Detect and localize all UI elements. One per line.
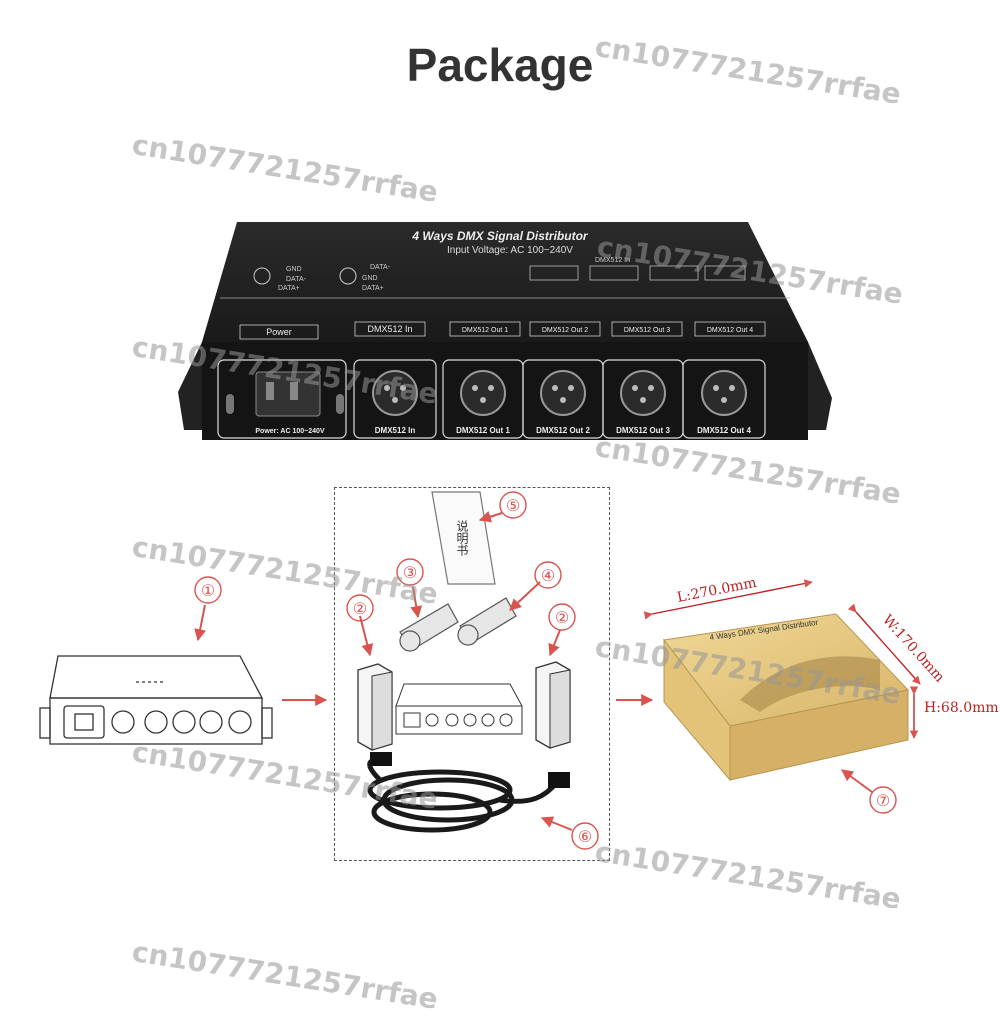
callout-2-left: ② [353, 599, 367, 618]
panel-label-out2: DMX512 Out 2 [542, 327, 588, 334]
callout-3: ③ [403, 563, 417, 582]
pin-label-gnd-r: GND [362, 275, 378, 282]
pin-label-data-minus: DATA- [286, 276, 307, 283]
port-label-dmx-in: DMX512 In [375, 426, 416, 435]
callout-6: ⑥ [578, 827, 592, 846]
device-small-drawing [395, 683, 523, 735]
pin-label-data-plus: DATA+ [278, 285, 300, 292]
xlr-male-plug [457, 597, 517, 646]
callout-1: ① [201, 581, 215, 600]
panel-label-out3: DMX512 Out 3 [624, 327, 670, 334]
package-contents-frame [334, 487, 610, 861]
callout-4: ④ [541, 566, 555, 585]
panel-label-out4: DMX512 Out 4 [707, 327, 753, 334]
foam-block-left [357, 663, 393, 751]
device-line-drawing [39, 655, 273, 745]
port-label-power: Power: AC 100~240V [255, 428, 325, 435]
xlr-female-plug [399, 603, 459, 652]
device-input-voltage: Input Voltage: AC 100~240V [447, 245, 573, 256]
port-label-out4: DMX512 Out 4 [697, 426, 751, 435]
manual-text: 说明书 [455, 519, 469, 557]
package-box: 4 Ways DMX Signal Distributor [663, 613, 909, 782]
panel-label-out1: DMX512 Out 1 [462, 327, 508, 334]
power-connector [548, 772, 570, 788]
callout-5: ⑤ [506, 496, 520, 515]
device-top-title: 4 Ways DMX Signal Distributor [411, 229, 588, 243]
diagram-dmx-in: DMX512 In [595, 257, 630, 264]
panel-label-power: Power [266, 327, 292, 337]
panel-label-dmx-in: DMX512 In [367, 324, 412, 334]
page-title: Package [406, 39, 594, 91]
port-label-out1: DMX512 Out 1 [456, 426, 510, 435]
callout-7: ⑦ [876, 791, 890, 810]
pin-label-data-plus-r: DATA+ [362, 285, 384, 292]
pin-label-gnd: GND [286, 266, 302, 273]
dimension-height: H:68.0mm [924, 700, 999, 716]
foam-block-right [535, 661, 571, 749]
port-label-out2: DMX512 Out 2 [536, 426, 590, 435]
dmx-distributor-photo: 4 Ways DMX Signal Distributor Input Volt… [178, 222, 832, 440]
power-cable [367, 756, 558, 833]
power-plug [370, 752, 392, 766]
callout-2-right: ② [555, 608, 569, 627]
port-label-out3: DMX512 Out 3 [616, 426, 670, 435]
pin-label-data-minus-r: DATA- [370, 264, 391, 271]
